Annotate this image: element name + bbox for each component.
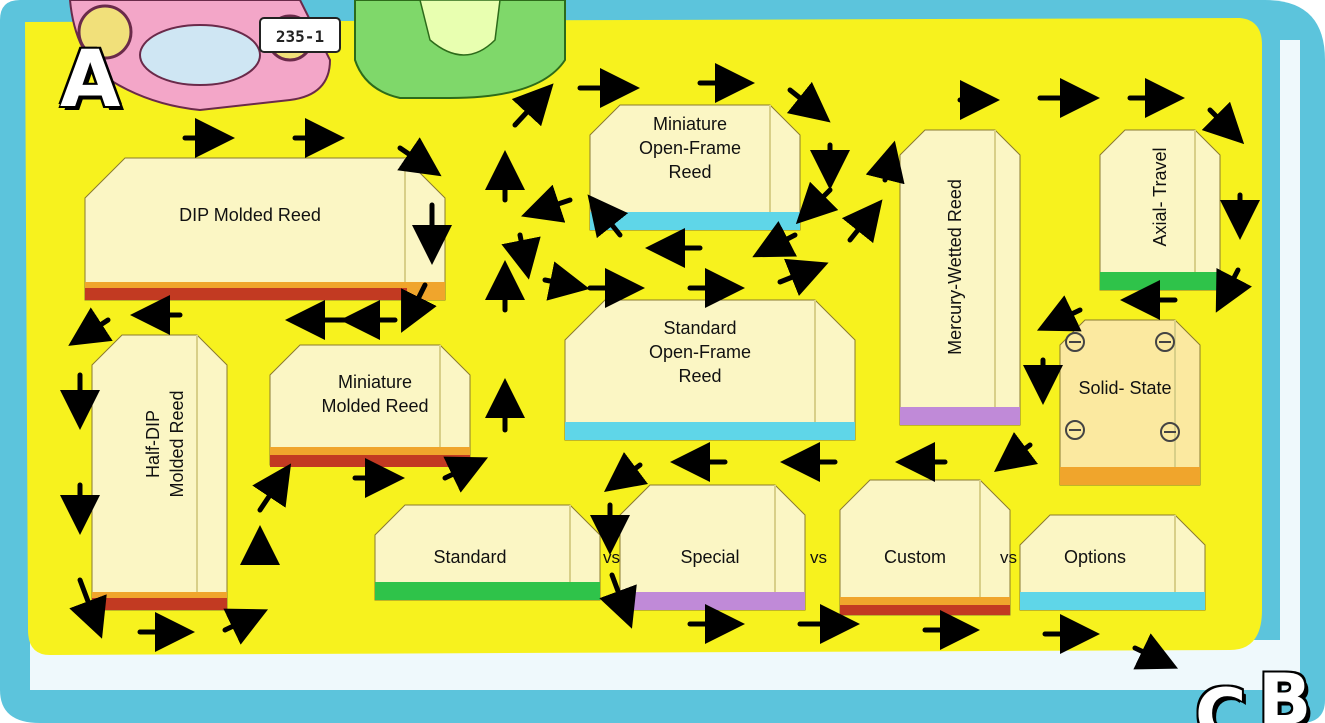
miniature-open-frame-reed-block	[590, 105, 800, 230]
corner-letter-a: A	[60, 40, 120, 120]
miniature-molded-reed-block	[270, 345, 470, 465]
vs-separator: vs	[810, 548, 827, 568]
license-plate: 235-1	[276, 27, 324, 46]
standard-open-frame-reed-block	[565, 300, 855, 440]
vs-separator: vs	[1000, 548, 1017, 568]
corner-letter-b: B	[1258, 665, 1311, 723]
mercury-wetted-reed-block	[900, 130, 1020, 425]
custom-block	[840, 480, 1010, 615]
vs-separator: vs	[603, 548, 620, 568]
standard-block	[375, 505, 600, 600]
green-dome-illustration	[355, 0, 565, 98]
dip-molded-reed-block	[85, 158, 445, 300]
options-block	[1020, 515, 1205, 610]
axial-travel-block	[1100, 130, 1220, 290]
corner-letter-c: C	[1195, 680, 1246, 723]
half-dip-molded-reed-block	[92, 335, 227, 610]
special-block	[620, 485, 805, 610]
solid-state-block	[1060, 320, 1200, 485]
